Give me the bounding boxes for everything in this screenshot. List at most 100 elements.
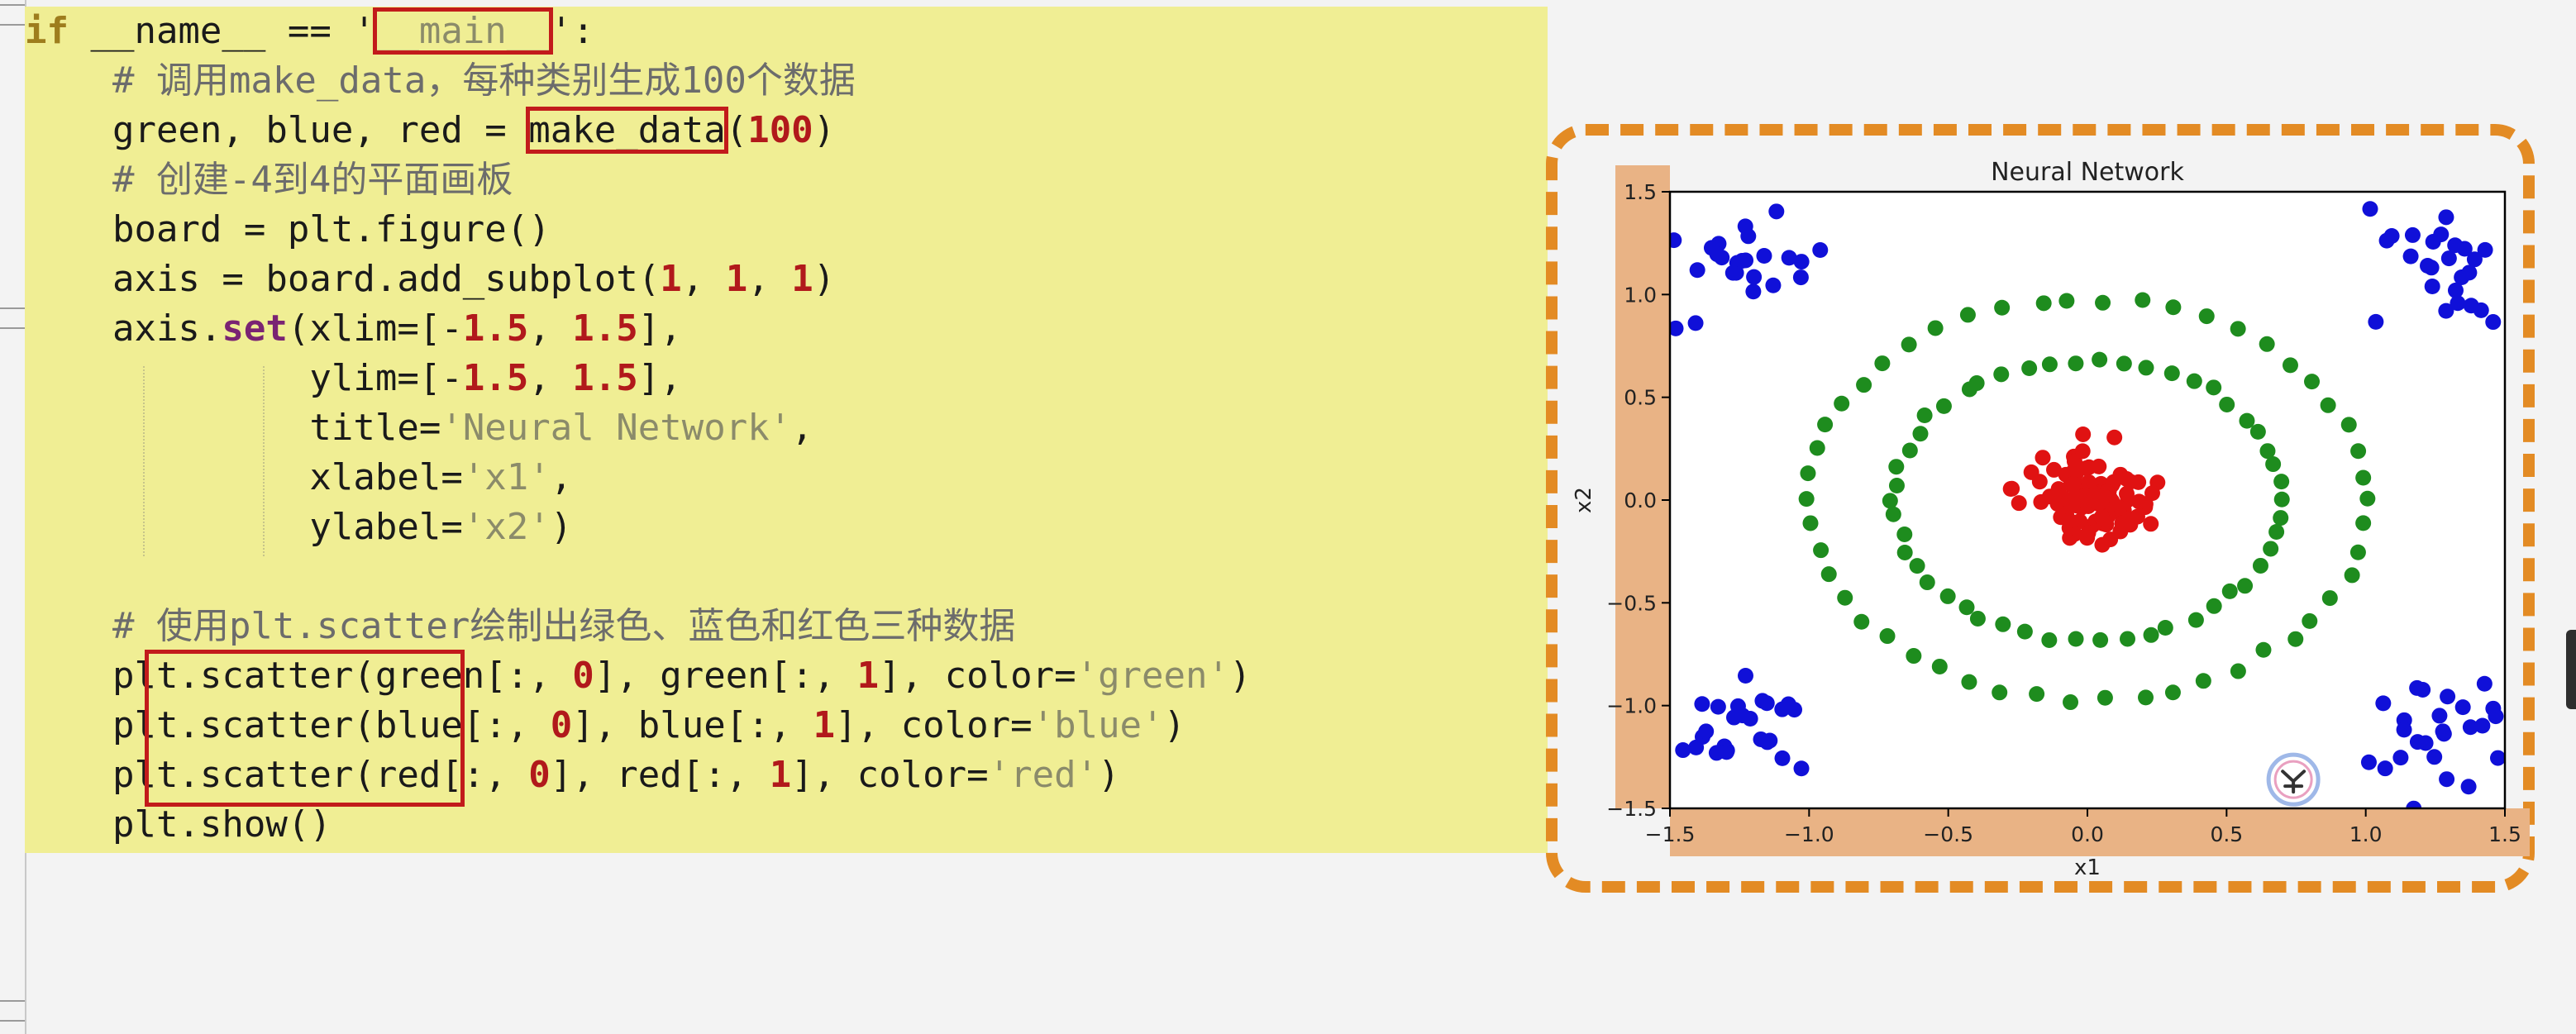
scatter-point <box>1687 315 1704 331</box>
highlighted-token: __main__ <box>372 7 553 55</box>
y-tick-label: −0.5 <box>1606 591 1657 615</box>
scatter-point <box>2268 523 2285 540</box>
scatter-point <box>2095 294 2111 311</box>
code-token: ], red[:, <box>550 754 770 796</box>
scatter-point <box>2237 578 2254 594</box>
scatter-point <box>2409 679 2426 696</box>
code-line: axis.set(xlim=[-1.5, 1.5], <box>25 304 682 354</box>
scatter-point <box>2074 443 2091 460</box>
code-line: plt.scatter(blue[:, 0], blue[:, 1], colo… <box>25 701 1185 750</box>
code-line: axis = board.add_subplot(1, 1, 1) <box>25 255 835 304</box>
scatter-point <box>2359 490 2376 507</box>
scatter-point <box>2273 474 2290 490</box>
code-line: title='Neural Network', <box>25 403 813 453</box>
scatter-point <box>1961 674 1977 690</box>
scatter-point <box>2021 360 2038 376</box>
scatter-point <box>1931 658 1948 674</box>
scatter-point <box>2195 673 2211 689</box>
scatter-point <box>1756 248 1772 264</box>
scatter-point <box>2392 750 2409 766</box>
scatter-point <box>2355 469 2372 486</box>
scatter-point <box>1765 277 1782 293</box>
scatter-point <box>2092 631 2109 648</box>
fold-marker[interactable] <box>0 307 25 329</box>
code-line: # 调用make_data，每种类别生成100个数据 <box>25 56 856 106</box>
code-editor[interactable]: if __name__ == '__main__': # 调用make_data… <box>25 7 1548 853</box>
code-token: xlabel= <box>25 456 463 498</box>
scatter-point <box>2404 226 2421 243</box>
fold-marker[interactable] <box>0 1000 25 1022</box>
scatter-point <box>2206 379 2222 396</box>
code-token: 1 <box>725 258 748 300</box>
y-tick-label: 1.5 <box>1624 180 1657 204</box>
scatter-point <box>2198 308 2215 325</box>
y-axis-band <box>1615 165 1670 808</box>
code-token: ], <box>637 357 682 399</box>
scatter-point <box>2406 800 2422 808</box>
scatter-point <box>2092 351 2108 368</box>
code-token: , <box>791 407 813 449</box>
scatter-point <box>1798 491 1815 507</box>
scatter-point <box>2485 314 2502 331</box>
fold-marker[interactable] <box>0 4 25 26</box>
scatter-point <box>2097 689 2113 706</box>
scatter-point <box>2061 512 2077 529</box>
scatter-point <box>2439 771 2455 788</box>
code-token: ( <box>725 109 748 151</box>
scatter-point <box>1993 366 2010 383</box>
scatter-point <box>1874 355 1891 372</box>
scatter-point <box>1961 381 1977 398</box>
code-token: 1.5 <box>572 307 638 350</box>
y-tick-label: 0.0 <box>1624 488 1657 512</box>
scatter-point <box>2273 510 2289 527</box>
y-tick-label: −1.5 <box>1606 797 1657 821</box>
scatter-point <box>2426 749 2443 765</box>
scatter-point <box>2080 525 2097 541</box>
scatter-point <box>2068 355 2084 372</box>
scatter-point <box>1802 515 1819 531</box>
scatter-point <box>1689 262 1705 279</box>
code-token: , <box>528 357 573 399</box>
scatter-point <box>2462 719 2478 736</box>
scatter-point <box>1834 395 1850 412</box>
scatter-point <box>2129 508 2145 525</box>
code-token: 1 <box>813 704 836 746</box>
code-token: (xlim=[- <box>287 307 463 350</box>
scatter-point <box>2425 233 2441 250</box>
y-tick-label: −1.0 <box>1606 694 1657 718</box>
dashed-highlight-frame <box>1546 124 2535 893</box>
code-line: plt.show() <box>25 800 332 850</box>
chart-title: Neural Network <box>1991 158 2184 187</box>
code-token: ], color= <box>879 655 1076 697</box>
scatter-point <box>2187 612 2204 628</box>
scatter-point <box>1853 613 1870 630</box>
scatter-point <box>2230 321 2246 337</box>
scatter-point <box>2119 485 2135 502</box>
scatter-point <box>1901 336 1917 353</box>
scatter-point <box>2477 241 2493 258</box>
scatter-point <box>2435 723 2451 740</box>
code-token: , <box>550 456 573 498</box>
watermark-glyph <box>2281 770 2306 794</box>
code-line: plt.scatter(red[:, 0], red[:, 1], color=… <box>25 750 1120 800</box>
scatter-point <box>1817 417 1834 433</box>
x-tick-label: −1.5 <box>1645 822 1696 846</box>
scatter-point <box>2474 717 2491 734</box>
code-token: 1 <box>856 655 880 697</box>
scatter-point <box>2302 612 2318 629</box>
scatter-point <box>2360 754 2377 770</box>
scatter-point <box>1813 542 1829 559</box>
code-token: plt.scatter(green[:, <box>25 655 573 697</box>
code-token: # 使用plt.scatter绘制出绿色、蓝色和红色三种数据 <box>25 605 1016 647</box>
code-token: 'blue' <box>1032 704 1164 746</box>
code-token: ) <box>1098 754 1120 796</box>
code-token: 100 <box>747 109 813 151</box>
scatter-point <box>2164 684 2181 701</box>
x-tick-label: 1.0 <box>2349 822 2383 846</box>
code-line: green, blue, red = make_data(100) <box>25 106 835 155</box>
scatter-point <box>2461 264 2478 281</box>
scatter-point <box>2438 209 2454 226</box>
side-panel-toggle[interactable] <box>2566 630 2576 709</box>
scatter-point <box>2143 516 2159 532</box>
scatter-point <box>2063 694 2079 711</box>
